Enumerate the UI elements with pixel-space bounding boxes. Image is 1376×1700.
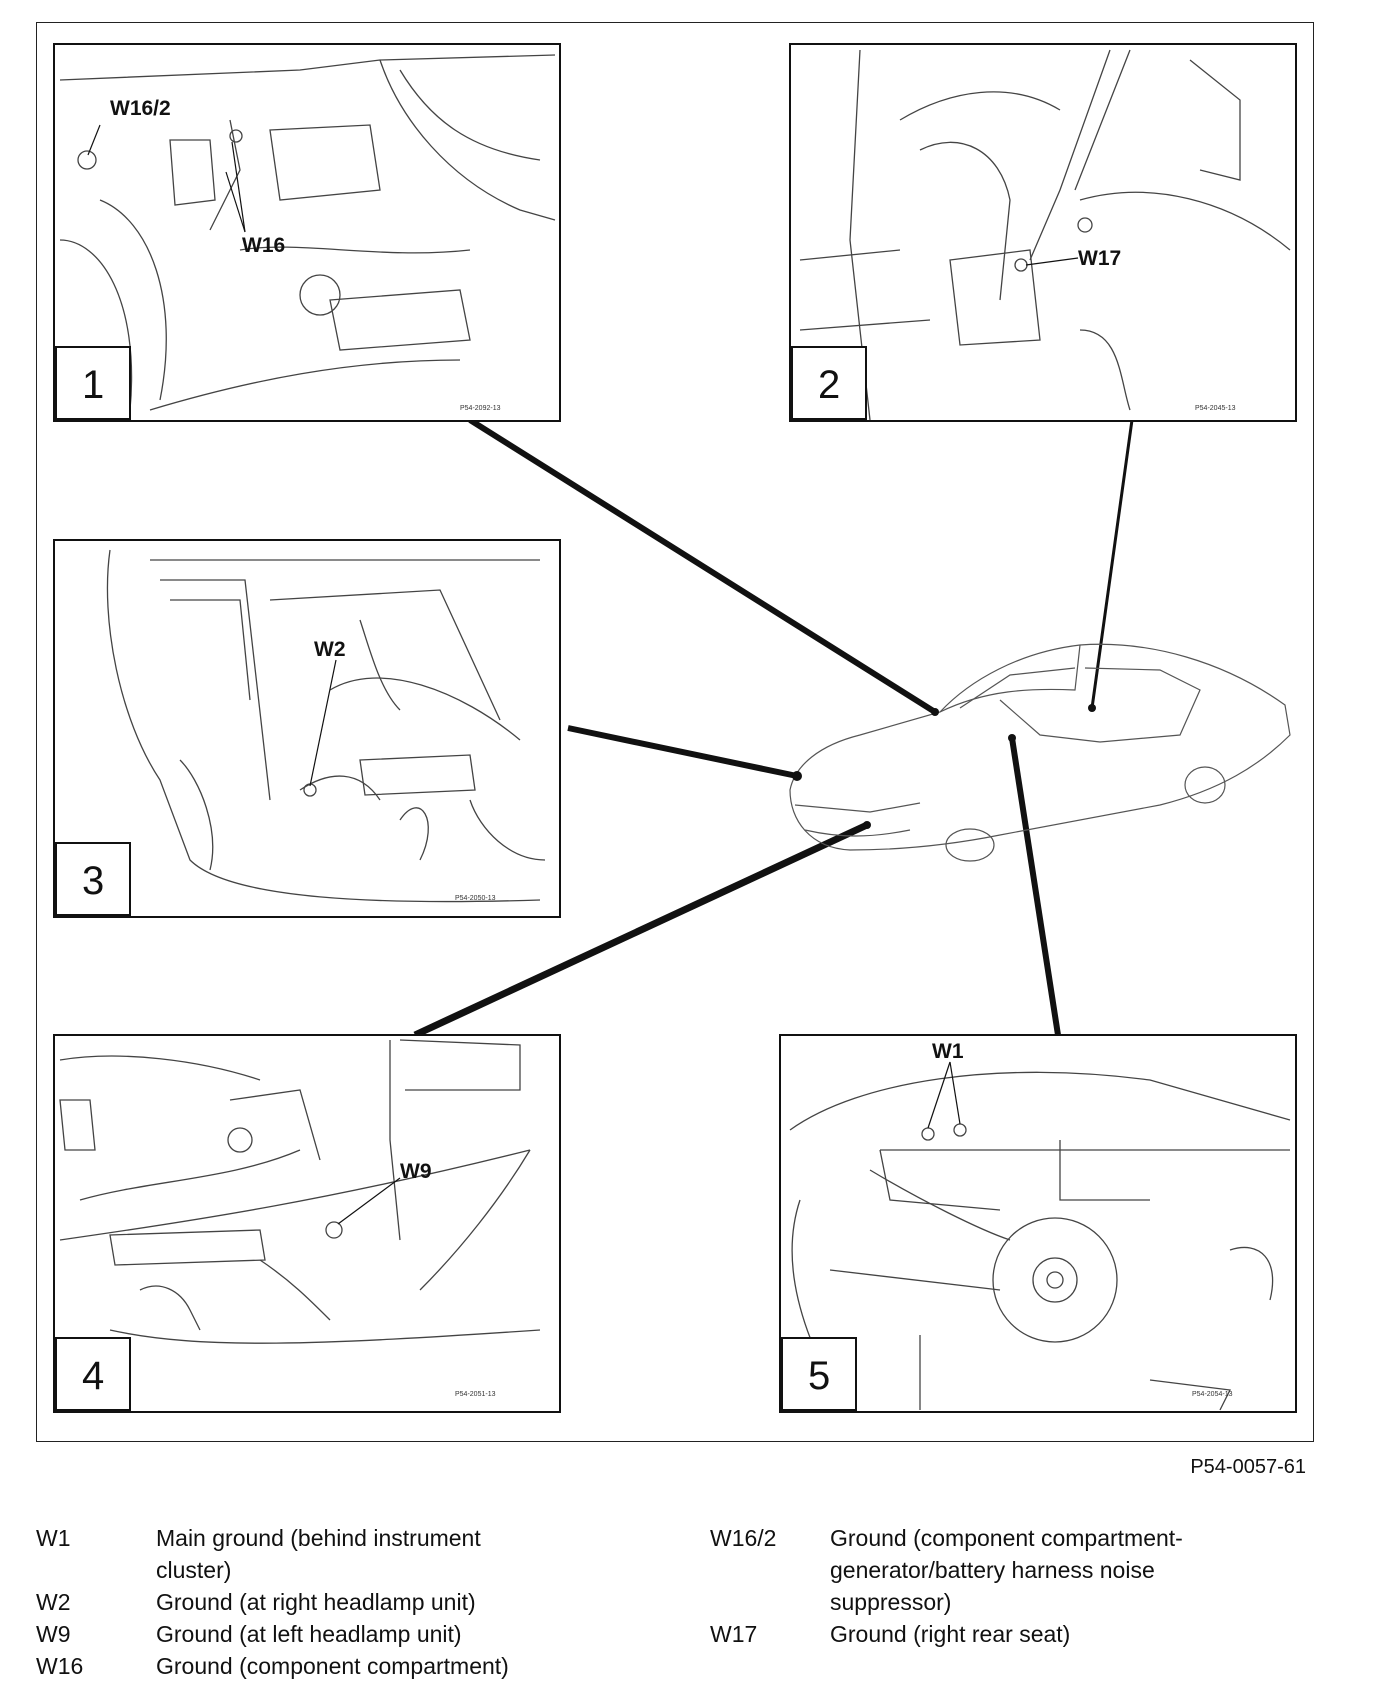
callout-w16: W16 <box>242 234 285 257</box>
leader-lines <box>413 417 1134 1039</box>
legend-description: Ground (component compartment-generator/… <box>830 1525 1183 1615</box>
panel-number-5: 5 <box>808 1354 830 1398</box>
panel-number-1: 1 <box>82 363 104 407</box>
point-w9 <box>863 821 871 829</box>
leader-line-3 <box>567 725 798 779</box>
legend-code: W17 <box>710 1621 758 1647</box>
panel-number-3: 3 <box>82 859 104 903</box>
panel-3-image-code: P54-2050-13 <box>455 895 496 902</box>
legend-code: W2 <box>36 1589 71 1615</box>
leader-line-1 <box>468 417 937 715</box>
panel-5-image-code: P54-2054-13 <box>1192 1391 1233 1398</box>
figure-frame <box>36 22 1314 1442</box>
panel-number-4: 4 <box>82 1354 104 1398</box>
connection-points <box>792 704 1096 829</box>
legend-description: Main ground (behind instrument cluster) <box>156 1525 481 1583</box>
point-w16 <box>931 708 939 716</box>
callout-w1: W1 <box>932 1040 964 1063</box>
panel-1: W16/2 W16 1 P54-2092-13 <box>53 43 561 422</box>
panel-1-image-code: P54-2092-13 <box>460 405 501 412</box>
callout-w2: W2 <box>314 638 346 661</box>
leader-line-2 <box>1090 419 1134 709</box>
car-illustration <box>789 643 1291 862</box>
legend-description: Ground (at right headlamp unit) <box>156 1589 476 1615</box>
legend-item: W16/2 Ground (component compartment-gene… <box>710 1522 1230 1618</box>
panel-4: W9 4 P54-2051-13 <box>53 1034 561 1413</box>
callout-w16-2: W16/2 <box>110 97 171 120</box>
legend-item: W2 Ground (at right headlamp unit) <box>36 1586 556 1618</box>
legend-code: W16/2 <box>710 1525 777 1551</box>
legend-description: Ground (at left headlamp unit) <box>156 1621 462 1647</box>
panel-2-image-code: P54-2045-13 <box>1195 405 1236 412</box>
legend-item: W16 Ground (component compartment) <box>36 1650 556 1682</box>
legend-description: Ground (component compartment) <box>156 1653 509 1679</box>
panel-4-image-code: P54-2051-13 <box>455 1391 496 1398</box>
legend-code: W16 <box>36 1653 84 1679</box>
legend-right: W16/2 Ground (component compartment-gene… <box>710 1522 1230 1650</box>
legend-item: W1 Main ground (behind instrument cluste… <box>36 1522 556 1586</box>
legend-item: W9 Ground (at left headlamp unit) <box>36 1618 556 1650</box>
callout-w9: W9 <box>400 1160 432 1183</box>
panel-number-2: 2 <box>818 363 840 407</box>
panel-5: W1 5 P54-2054-13 <box>779 1034 1297 1413</box>
legend-description: Ground (right rear seat) <box>830 1621 1071 1647</box>
leader-line-5 <box>1009 737 1061 1036</box>
point-w1 <box>1008 734 1016 742</box>
callout-w17: W17 <box>1078 247 1121 270</box>
legend-left: W1 Main ground (behind instrument cluste… <box>36 1522 556 1682</box>
figure-code: P54-0057-61 <box>1190 1456 1306 1478</box>
point-w2 <box>792 771 802 781</box>
leader-line-4 <box>413 821 869 1039</box>
panel-2: W17 2 P54-2045-13 <box>789 43 1297 422</box>
legend-code: W1 <box>36 1525 71 1551</box>
legend-code: W9 <box>36 1621 71 1647</box>
point-w17 <box>1088 704 1096 712</box>
panel-3: W2 3 P54-2050-13 <box>53 539 561 918</box>
legend-item: W17 Ground (right rear seat) <box>710 1618 1230 1650</box>
